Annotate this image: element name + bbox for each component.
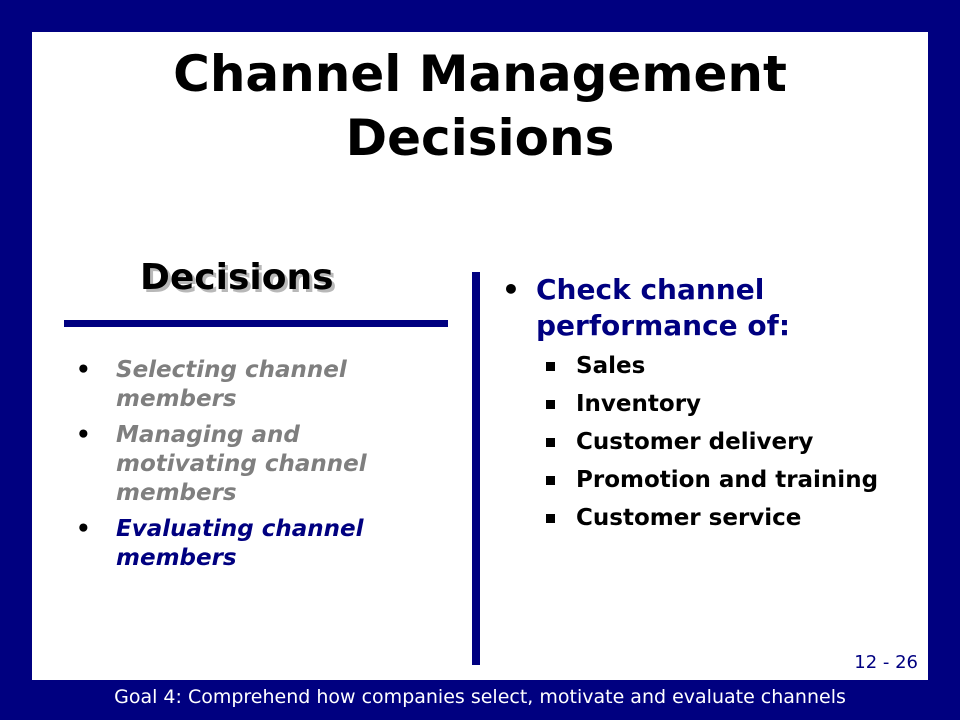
performance-item-text: Sales — [576, 353, 646, 379]
page-number: 12 - 26 — [854, 652, 918, 673]
bullet-dot: • — [76, 516, 91, 542]
square-bullet-icon — [546, 362, 555, 371]
column-divider — [472, 272, 480, 665]
decision-item-managing: • Managing and motivating channel member… — [72, 421, 432, 508]
performance-item-promotion-training: Promotion and training — [502, 466, 912, 495]
decision-item-text: Managing and motivating channel members — [116, 422, 367, 506]
performance-item-text: Customer delivery — [576, 429, 814, 455]
decisions-heading: Decisions — [140, 257, 334, 298]
decision-item-evaluating: • Evaluating channel members — [72, 515, 432, 573]
performance-item-customer-service: Customer service — [502, 504, 912, 533]
decisions-list: • Selecting channel members • Managing a… — [72, 356, 432, 580]
performance-item-sales: Sales — [502, 352, 912, 381]
performance-heading: • Check channel performance of: — [502, 272, 912, 344]
performance-list: Sales Inventory Customer delivery Promot… — [502, 352, 912, 533]
slide-title-line-1: Channel Management — [173, 45, 787, 103]
bullet-dot: • — [502, 273, 520, 306]
performance-heading-text: Check channel performance of: — [536, 273, 791, 342]
square-bullet-icon — [546, 514, 555, 523]
slide-canvas: Channel Management Decisions Decisions •… — [32, 32, 928, 680]
performance-block: • Check channel performance of: Sales In… — [502, 272, 912, 542]
square-bullet-icon — [546, 438, 555, 447]
slide-title: Channel Management Decisions — [32, 42, 928, 170]
performance-item-inventory: Inventory — [502, 390, 912, 419]
footer-goal-text: Goal 4: Comprehend how companies select,… — [114, 686, 846, 708]
decision-item-text: Evaluating channel members — [116, 516, 364, 571]
decision-item-text: Selecting channel members — [116, 357, 347, 412]
slide-title-line-2: Decisions — [345, 109, 615, 167]
bullet-dot: • — [76, 422, 91, 448]
performance-item-text: Customer service — [576, 505, 802, 531]
performance-item-text: Inventory — [576, 391, 702, 417]
decision-item-selecting: • Selecting channel members — [72, 356, 432, 414]
performance-item-customer-delivery: Customer delivery — [502, 428, 912, 457]
square-bullet-icon — [546, 400, 555, 409]
performance-item-text: Promotion and training — [576, 467, 879, 493]
bullet-dot: • — [76, 357, 91, 383]
heading-underline — [64, 320, 448, 327]
square-bullet-icon — [546, 476, 555, 485]
